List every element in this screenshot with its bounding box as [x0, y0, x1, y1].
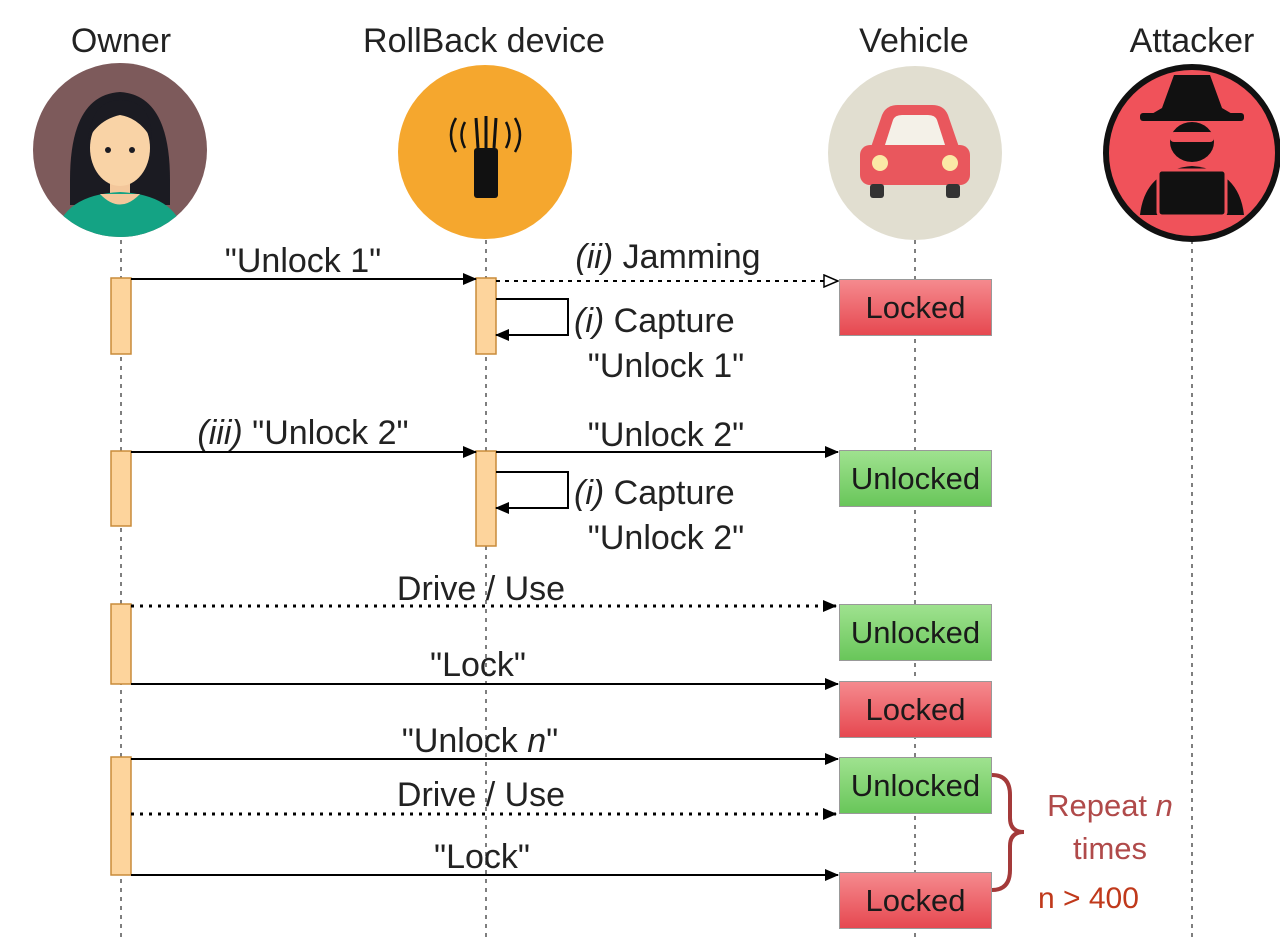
owner-label: Owner [70, 22, 172, 60]
msg-capture1: (i) Capture [574, 304, 735, 338]
state-locked-1: Locked [839, 279, 992, 336]
unlock2-text: "Unlock 2" [252, 414, 409, 452]
state-unlocked-2: Unlocked [839, 604, 992, 661]
vehicle-label: Vehicle [859, 22, 969, 60]
unlock-n-prefix: "Unlock [401, 722, 528, 760]
activation-boxes [110, 277, 497, 876]
hacker-icon [1103, 64, 1280, 242]
repeat-brace [991, 773, 1025, 892]
repeat-label: Repeat n times [1030, 784, 1190, 871]
owner-activation-4 [110, 756, 132, 876]
msg-drive-use-2: Drive / Use [396, 776, 566, 814]
arrow-capture2 [495, 471, 569, 514]
attacker-label: Attacker [1129, 22, 1255, 60]
repeat-suffix: times [1072, 831, 1148, 867]
capture1-text: Capture [613, 302, 735, 340]
state-locked-3: Locked [839, 872, 992, 929]
owner-activation-1 [110, 277, 132, 355]
unlock-n-suffix: " [546, 722, 559, 760]
msg-unlock2: (iii) "Unlock 2" [197, 416, 408, 450]
antenna-icon [398, 65, 572, 239]
arrow-capture1 [495, 298, 569, 341]
jamming-step: (ii) [575, 238, 614, 276]
msg-capture2-value: "Unlock 2" [587, 519, 745, 557]
msg-drive-use-1: Drive / Use [396, 570, 566, 608]
device-activation-2 [475, 450, 497, 547]
state-unlocked-3: Unlocked [839, 757, 992, 814]
device-label: RollBack device [363, 22, 605, 60]
repeat-prefix: Repeat [1047, 788, 1156, 823]
car-icon [828, 66, 1002, 240]
capture2-step: (i) [574, 474, 605, 512]
msg-jamming: (ii) Jamming [575, 240, 760, 274]
capture1-step: (i) [574, 302, 605, 340]
owner-icon [33, 63, 207, 237]
capture2-text: Capture [613, 474, 735, 512]
state-locked-2: Locked [839, 681, 992, 738]
msg-unlock-n: "Unlock n" [402, 724, 558, 758]
repeat-var: n [1155, 788, 1173, 823]
msg-capture1-value: "Unlock 1" [587, 347, 745, 385]
msg-lock-1: "Lock" [430, 646, 526, 684]
arrows [131, 273, 839, 881]
msg-capture2: (i) Capture [574, 476, 735, 510]
jamming-text: Jamming [622, 238, 761, 276]
msg-unlock2-forward: "Unlock 2" [587, 416, 745, 454]
msg-lock-2: "Lock" [434, 838, 530, 876]
unlock-n-var: n [527, 722, 547, 760]
msg-unlock1: "Unlock 1" [224, 242, 382, 280]
repeat-condition: n > 400 [1038, 882, 1139, 915]
unlock2-step: (iii) [197, 414, 243, 452]
state-unlocked-1: Unlocked [839, 450, 992, 507]
device-activation-1 [475, 277, 497, 355]
owner-activation-3 [110, 603, 132, 685]
owner-activation-2 [110, 450, 132, 527]
